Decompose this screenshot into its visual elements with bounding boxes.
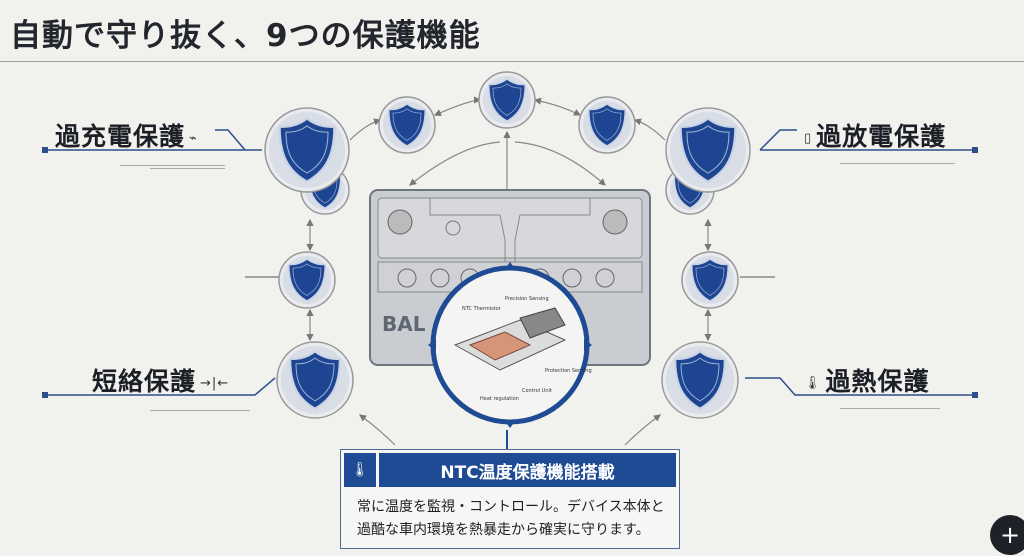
- label-overdischarge: ▯過放電保護: [804, 122, 947, 151]
- label-leaders: [45, 129, 975, 396]
- shield-icon: [661, 341, 739, 419]
- shield-icon: [578, 96, 636, 154]
- label-protection-sensing: Protection Sensing: [545, 368, 592, 374]
- label-control-unit: Control Unit: [522, 388, 552, 394]
- battery-icon: ▯: [804, 130, 813, 146]
- label-heat-regulation: Heat regulation: [480, 396, 519, 402]
- battery-charge-icon: ⌁: [189, 130, 198, 146]
- thermometer-icon: 🌡: [804, 375, 822, 391]
- shield-icon: [276, 341, 354, 419]
- shield-icon: [378, 96, 436, 154]
- feature-title: NTC温度保護機能搭載: [379, 453, 676, 487]
- ntc-inset: Precision Sensing NTC Thermistor Protect…: [428, 262, 592, 428]
- add-button[interactable]: +: [990, 515, 1024, 555]
- label-ntc-thermistor: NTC Thermistor: [462, 306, 502, 312]
- shield-icon: [681, 251, 739, 309]
- short-circuit-icon: →|←: [200, 375, 230, 391]
- page-title: 自動で守り抜く、9つの保護機能: [10, 18, 481, 54]
- shield-icon: [264, 107, 350, 193]
- shield-icon: [278, 251, 336, 309]
- feature-text-line: 過酷な車内環境を熱暴走から確実に守ります。: [357, 522, 650, 538]
- connector-arrows: [306, 96, 712, 446]
- label-short-circuit: 短絡保護→|←: [92, 367, 230, 396]
- shield-icon: [665, 107, 751, 193]
- label-overheat: 🌡過熱保護: [804, 367, 930, 396]
- feature-text-line: 常に温度を監視・コントロール。デバイス本体と: [357, 499, 665, 515]
- thermometer-icon: 🌡: [344, 453, 376, 487]
- battery-label: BAL: [382, 312, 426, 336]
- title-divider: [0, 61, 1024, 62]
- shield-icon: [478, 71, 536, 129]
- label-precision-sensing: Precision Sensing: [505, 296, 549, 302]
- label-overcharge: 過充電保護⌁: [55, 122, 198, 151]
- feature-box: 🌡 NTC温度保護機能搭載 常に温度を監視・コントロール。デバイス本体と 過酷な…: [340, 449, 680, 549]
